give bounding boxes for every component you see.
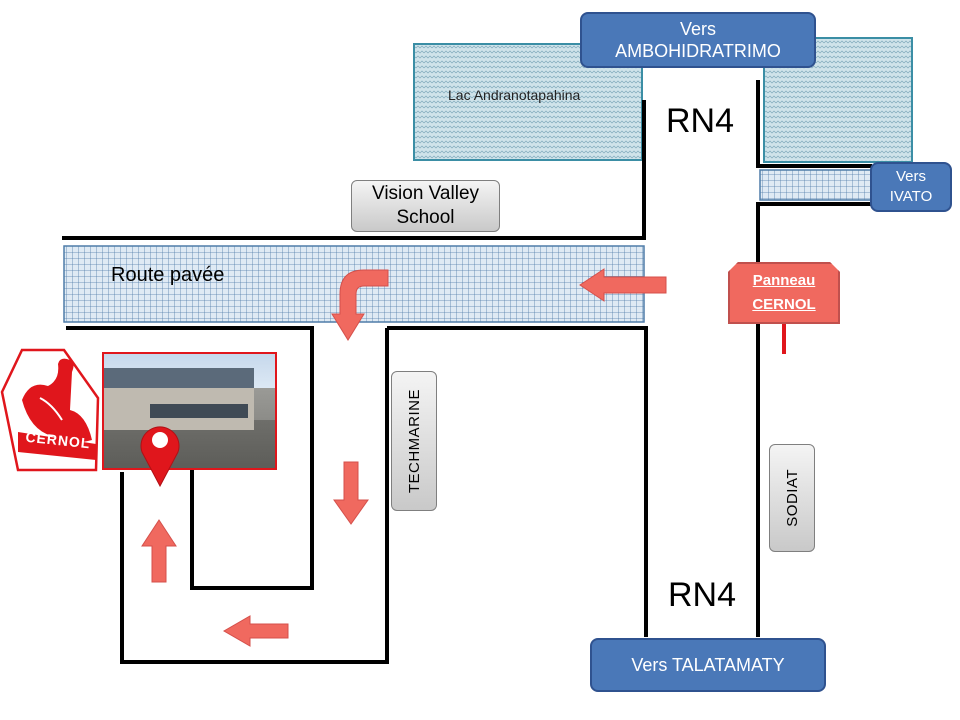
building-roof: [104, 368, 254, 388]
road-label-rn4-south: RN4: [668, 576, 737, 614]
route-arrow-icon: [141, 268, 667, 647]
landmark-vision-valley-school: Vision Valley School: [351, 180, 500, 232]
landmark-sodiat: SODIAT: [769, 444, 815, 552]
panneau-cernol-sign: Panneau CERNOL: [728, 262, 840, 324]
lake-label: Lac Andranotapahina: [448, 87, 581, 103]
building-windows: [150, 404, 248, 418]
road-label-rn4-north: RN4: [666, 102, 735, 140]
direction-north: Vers AMBOHIDRATRIMO: [580, 12, 816, 68]
landmark-techmarine: TECHMARINE: [391, 371, 437, 511]
building-photo: [102, 352, 277, 470]
paved-road-label: Route pavée: [111, 264, 225, 286]
road-lines: [62, 80, 872, 664]
direction-south: Vers TALATAMATY: [590, 638, 826, 692]
cernol-logo-icon: [0, 348, 100, 472]
direction-east: Vers IVATO: [870, 162, 952, 212]
